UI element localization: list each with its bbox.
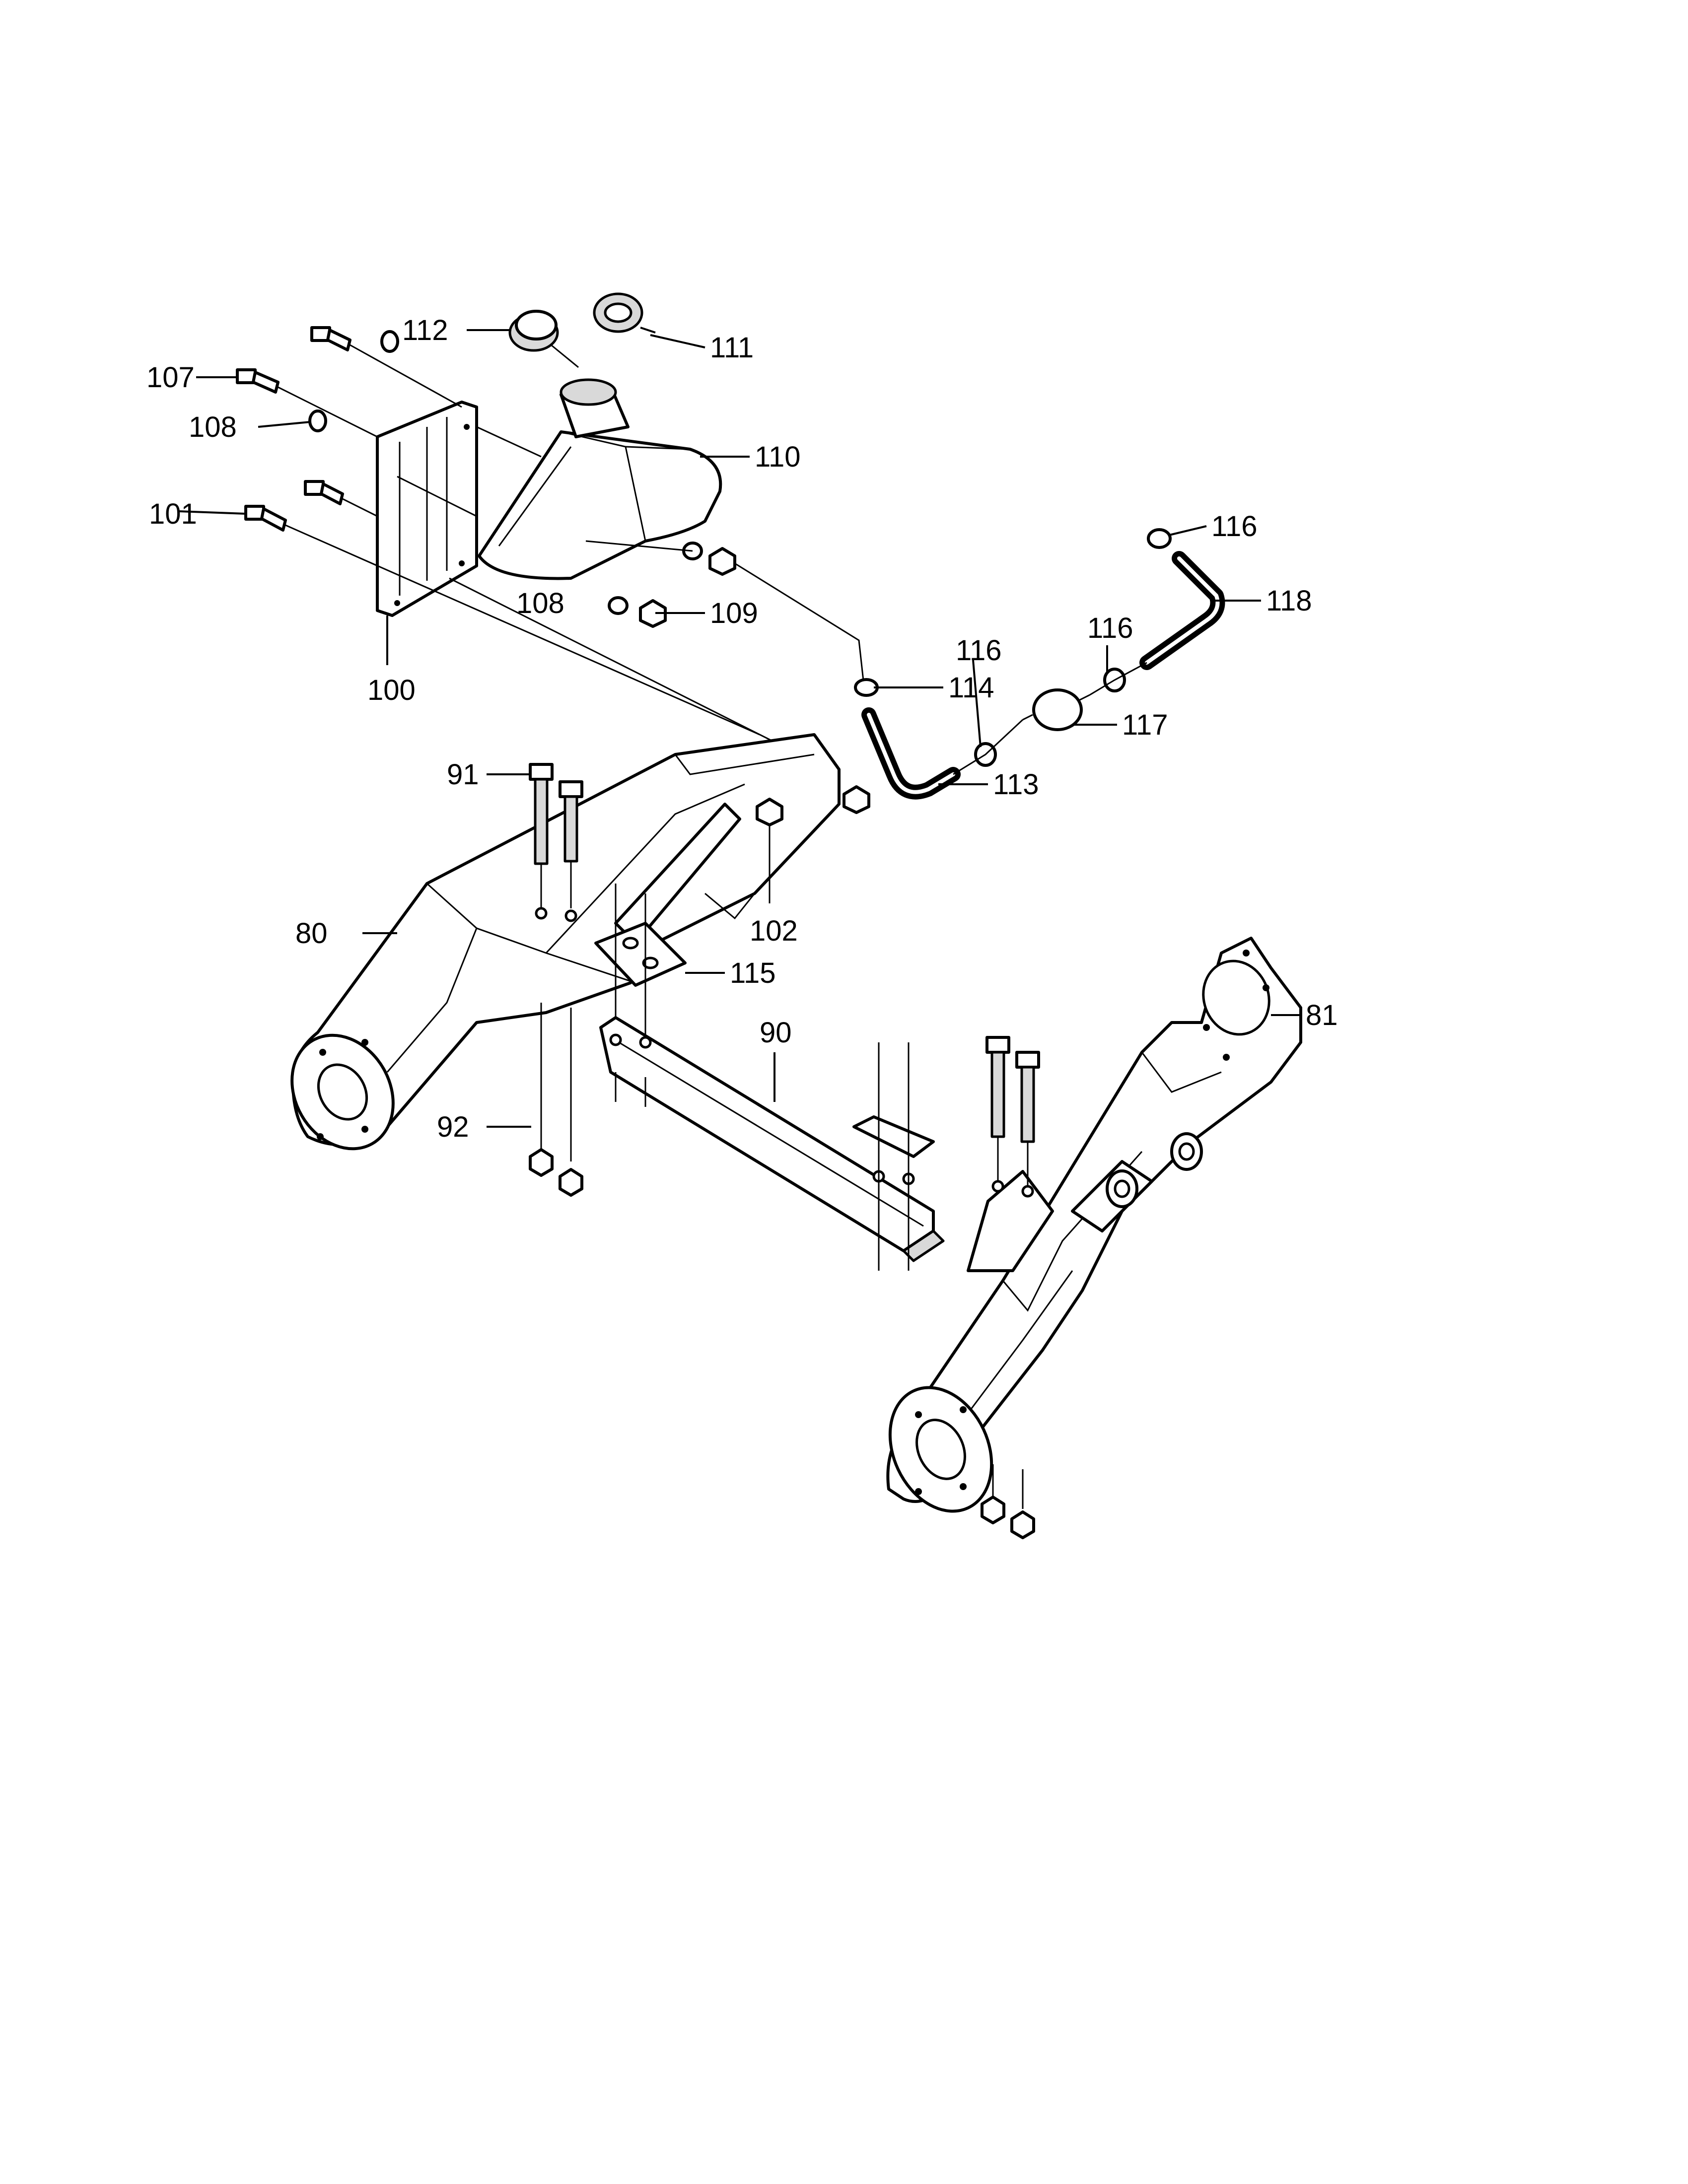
callout-111: 111 xyxy=(710,332,754,364)
callout-110: 110 xyxy=(755,441,800,473)
callout-113: 113 xyxy=(993,768,1039,801)
callout-90: 90 xyxy=(760,1017,792,1049)
nut-109 xyxy=(639,599,667,628)
callout-108-upper: 108 xyxy=(189,411,237,443)
bolt-right-a xyxy=(985,1036,1010,1138)
callout-117: 117 xyxy=(1122,709,1168,741)
screw-107 xyxy=(236,368,280,394)
callout-101: 101 xyxy=(149,498,197,530)
cross-channel-90 xyxy=(599,1016,945,1262)
fuel-tank-neck xyxy=(560,378,630,438)
nut-102-a xyxy=(756,798,783,826)
frame-81-hub xyxy=(888,1386,993,1513)
channel-plate xyxy=(852,1115,935,1158)
leader-lines xyxy=(178,327,1301,1128)
callout-116-upper: 116 xyxy=(1211,510,1257,543)
screw-101 xyxy=(244,505,287,532)
screw-upper xyxy=(310,326,352,351)
nut-right xyxy=(708,547,736,576)
frame-81-bushing-a xyxy=(1106,1169,1138,1208)
fuel-hose-113 xyxy=(861,707,961,800)
nut-92-a xyxy=(529,1148,554,1177)
nut-right-b xyxy=(1010,1510,1035,1539)
callout-116-middle: 116 xyxy=(1087,612,1133,644)
screw-lower xyxy=(304,480,344,505)
clamp-116-upper xyxy=(1147,528,1172,549)
callout-81: 81 xyxy=(1306,999,1338,1031)
washer-108-upper xyxy=(380,330,399,353)
plate-115 xyxy=(594,922,687,987)
bolt-91-a xyxy=(529,763,554,865)
callout-102: 102 xyxy=(750,915,798,947)
cap-gasket xyxy=(593,292,643,333)
callout-115: 115 xyxy=(730,957,775,989)
frame-80-hub xyxy=(290,1033,395,1151)
fuel-filter-117 xyxy=(1022,688,1090,731)
callout-112: 112 xyxy=(402,314,448,346)
callout-80: 80 xyxy=(295,917,328,950)
bolt-91-b xyxy=(559,780,583,863)
fuel-hose-118 xyxy=(1139,551,1225,670)
washer-108 xyxy=(308,410,327,432)
washer-108-lower xyxy=(608,596,629,615)
nut-92-b xyxy=(559,1168,583,1197)
callout-107: 107 xyxy=(146,361,195,394)
callout-91: 91 xyxy=(447,758,479,791)
callout-100: 100 xyxy=(367,674,416,706)
fuel-cap xyxy=(508,310,559,352)
frame-81-bushing-b xyxy=(1170,1132,1203,1171)
callout-114: 114 xyxy=(948,672,994,704)
bolt-right-b xyxy=(1015,1051,1040,1143)
callout-92: 92 xyxy=(437,1111,469,1143)
nut-right-a xyxy=(981,1496,1005,1524)
frame-81-plate xyxy=(1202,950,1270,1061)
nut-102-b xyxy=(843,785,870,814)
callout-109: 109 xyxy=(710,597,758,629)
callout-116-lower: 116 xyxy=(956,634,1001,667)
callout-118: 118 xyxy=(1266,585,1312,617)
fuel-tank xyxy=(478,430,722,580)
callout-108-lower: 108 xyxy=(516,587,564,619)
